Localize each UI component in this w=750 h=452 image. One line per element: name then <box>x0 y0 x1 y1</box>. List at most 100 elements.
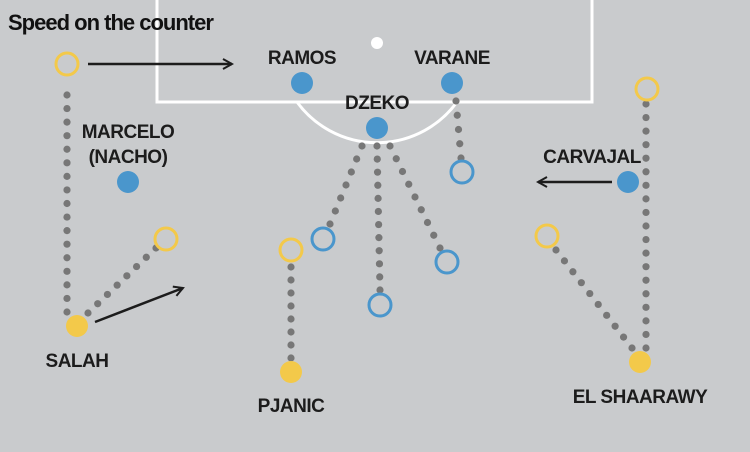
path-dot <box>63 308 71 316</box>
path-dot <box>287 263 295 271</box>
player-pjanic <box>280 361 302 383</box>
blue-target-marker <box>449 159 475 185</box>
path-dot <box>642 317 650 325</box>
player-salah <box>66 315 88 337</box>
path-dot <box>642 222 650 230</box>
path-dot <box>642 195 650 203</box>
path-dot <box>430 231 438 239</box>
path-dot <box>142 253 150 261</box>
yellow-target-marker <box>153 226 179 252</box>
path-dot <box>63 199 71 208</box>
label-varane: VARANE <box>414 48 490 69</box>
path-dot <box>63 240 71 248</box>
label-nacho: (NACHO) <box>89 147 168 168</box>
blue-target-marker <box>367 292 393 318</box>
path-dot <box>63 227 71 235</box>
path-dot <box>63 213 71 221</box>
path-dot <box>374 181 382 189</box>
path-dot <box>84 309 92 317</box>
path-dot <box>423 218 432 227</box>
blue-target-marker <box>310 226 336 252</box>
run-arrow-salah <box>94 288 183 324</box>
path-dot <box>642 181 650 189</box>
path-dot <box>453 111 461 119</box>
path-dot <box>586 289 594 298</box>
path-dot <box>375 260 384 268</box>
path-dot <box>376 286 384 294</box>
path-dot <box>63 132 71 140</box>
penalty-spot <box>371 37 383 49</box>
label-salah: SALAH <box>46 351 109 372</box>
label-pjanic: PJANIC <box>258 396 325 417</box>
path-dot <box>287 328 295 336</box>
yellow-target-marker <box>534 223 560 249</box>
path-dot <box>132 262 141 271</box>
path-dot <box>456 140 464 148</box>
path-dot <box>347 168 355 176</box>
path-dot <box>374 207 382 216</box>
player-marcelo <box>117 171 139 193</box>
path-dot <box>454 125 463 134</box>
path-dot <box>358 142 366 150</box>
path-dot <box>417 206 425 214</box>
path-dot <box>577 279 585 287</box>
path-dot <box>337 194 345 202</box>
path-dot <box>287 354 295 362</box>
path-dot <box>373 155 381 163</box>
path-dot <box>123 272 131 280</box>
label-carvajal: CARVAJAL <box>543 147 642 168</box>
label-ramos: RAMOS <box>268 48 336 69</box>
penalty-box <box>155 0 594 104</box>
path-dot <box>411 193 419 201</box>
player-ramos <box>291 72 313 94</box>
path-dot <box>552 246 560 254</box>
path-dot <box>374 194 382 202</box>
path-dot <box>113 281 121 289</box>
yellow-target-marker <box>278 237 304 263</box>
path-dot <box>452 97 460 105</box>
movement-dots <box>63 91 650 362</box>
path-dot <box>342 181 350 189</box>
path-dot <box>63 294 71 303</box>
path-dot <box>63 254 71 262</box>
path-dot <box>642 100 650 108</box>
path-dot <box>63 281 71 289</box>
path-dot <box>642 154 650 162</box>
diagram-title: Speed on the counter <box>8 10 214 35</box>
player-dzeko <box>366 117 388 139</box>
path-dot <box>353 155 361 163</box>
player-carvajal <box>617 171 639 193</box>
label-el-shaarawy: EL SHAARAWY <box>573 387 708 408</box>
path-dot <box>287 302 295 310</box>
yellow-target-marker <box>634 76 660 102</box>
path-dot <box>331 207 339 215</box>
yellow-target-marker <box>54 51 80 77</box>
path-dot <box>642 276 650 284</box>
path-dot <box>642 249 650 257</box>
path-dot <box>642 290 650 298</box>
path-dot <box>436 244 444 252</box>
path-dot <box>375 234 383 242</box>
path-dot <box>392 155 400 163</box>
path-dot <box>63 118 71 126</box>
path-dot <box>619 333 628 341</box>
path-dot <box>603 311 611 319</box>
path-dot <box>287 315 295 323</box>
path-dot <box>94 300 102 308</box>
path-dot <box>63 186 71 194</box>
path-dot <box>611 322 619 330</box>
path-dot <box>628 344 636 352</box>
path-dot <box>376 273 384 281</box>
path-dot <box>287 341 295 349</box>
path-dot <box>63 104 71 113</box>
label-marcelo: MARCELO <box>82 122 175 143</box>
path-dot <box>375 220 383 229</box>
path-dot <box>642 344 650 352</box>
path-dot <box>642 330 650 339</box>
path-dot <box>63 172 71 180</box>
path-dot <box>63 159 71 167</box>
path-dot <box>560 257 569 265</box>
label-dzeko: DZEKO <box>345 93 409 114</box>
path-dot <box>642 113 650 122</box>
